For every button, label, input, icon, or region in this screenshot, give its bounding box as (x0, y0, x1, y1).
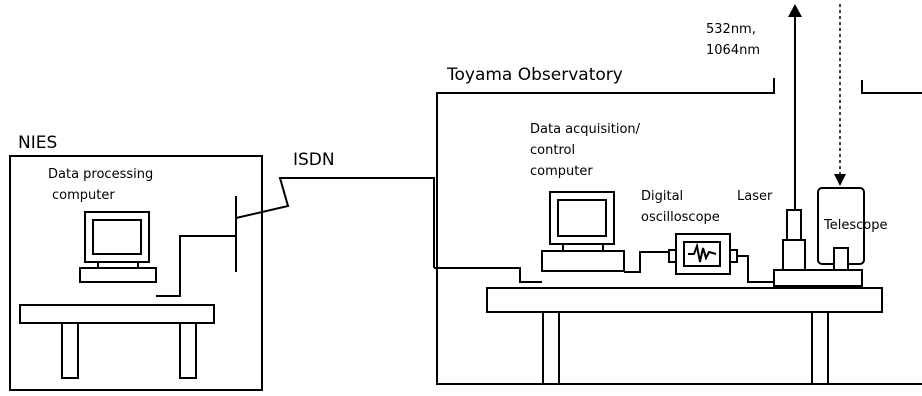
osc-connector-right (729, 249, 738, 263)
nies-computer-label-2: computer (52, 188, 115, 203)
laser-head (786, 209, 802, 241)
beam-label-1: 532nm, (706, 22, 756, 37)
return-signal-arrowhead (834, 174, 846, 186)
laser-body (782, 239, 806, 271)
nies-cable (156, 235, 236, 297)
observatory-table-leg-left (542, 311, 560, 385)
acq-label-3: computer (530, 164, 593, 179)
laser-beam-arrowhead (788, 4, 802, 17)
nies-desk (19, 304, 215, 379)
telescope-mount (833, 247, 849, 271)
isdn-label: ISDN (293, 150, 335, 170)
nies-title: NIES (18, 133, 57, 153)
observatory-table-top (486, 287, 883, 313)
osc-waveform (688, 242, 717, 263)
acq-label-2: control (530, 143, 575, 158)
osc-label-1: Digital (641, 189, 683, 204)
nies-computer-base (79, 267, 157, 283)
nies-desk-leg-right (179, 322, 197, 379)
oscilloscope-icon (668, 233, 738, 275)
acq-monitor-stand (562, 243, 604, 252)
acq-computer-icon (541, 191, 625, 272)
isdn-line (235, 177, 435, 268)
observatory-title: Toyama Observatory (446, 65, 623, 85)
nies-desk-top (19, 304, 215, 324)
nies-computer-icon (79, 211, 157, 283)
laser-telescope-base (773, 269, 863, 287)
telescope-label: Telescope (823, 218, 887, 233)
observatory-wall (436, 78, 922, 385)
nies-screen (92, 219, 142, 255)
beam-label-2: 1064nm (706, 43, 760, 58)
osc-label-2: oscilloscope (641, 210, 720, 225)
nies-computer-label-1: Data processing (48, 167, 153, 182)
osc-laser-cable (737, 255, 774, 283)
acq-incoming-cable (434, 267, 542, 283)
laser-icon (782, 209, 806, 271)
acq-osc-cable (624, 251, 676, 273)
observatory-table-leg-right (811, 311, 829, 385)
acq-label-1: Data acquisition/ (530, 122, 641, 137)
osc-connector-left (668, 249, 677, 263)
nies-desk-leg-left (61, 322, 79, 379)
acq-computer-base (541, 250, 625, 272)
observatory-table (486, 287, 883, 385)
laser-label: Laser (737, 189, 773, 204)
acq-screen (557, 199, 607, 237)
telescope-icon (817, 187, 865, 271)
observatory-wall-right (861, 80, 922, 94)
